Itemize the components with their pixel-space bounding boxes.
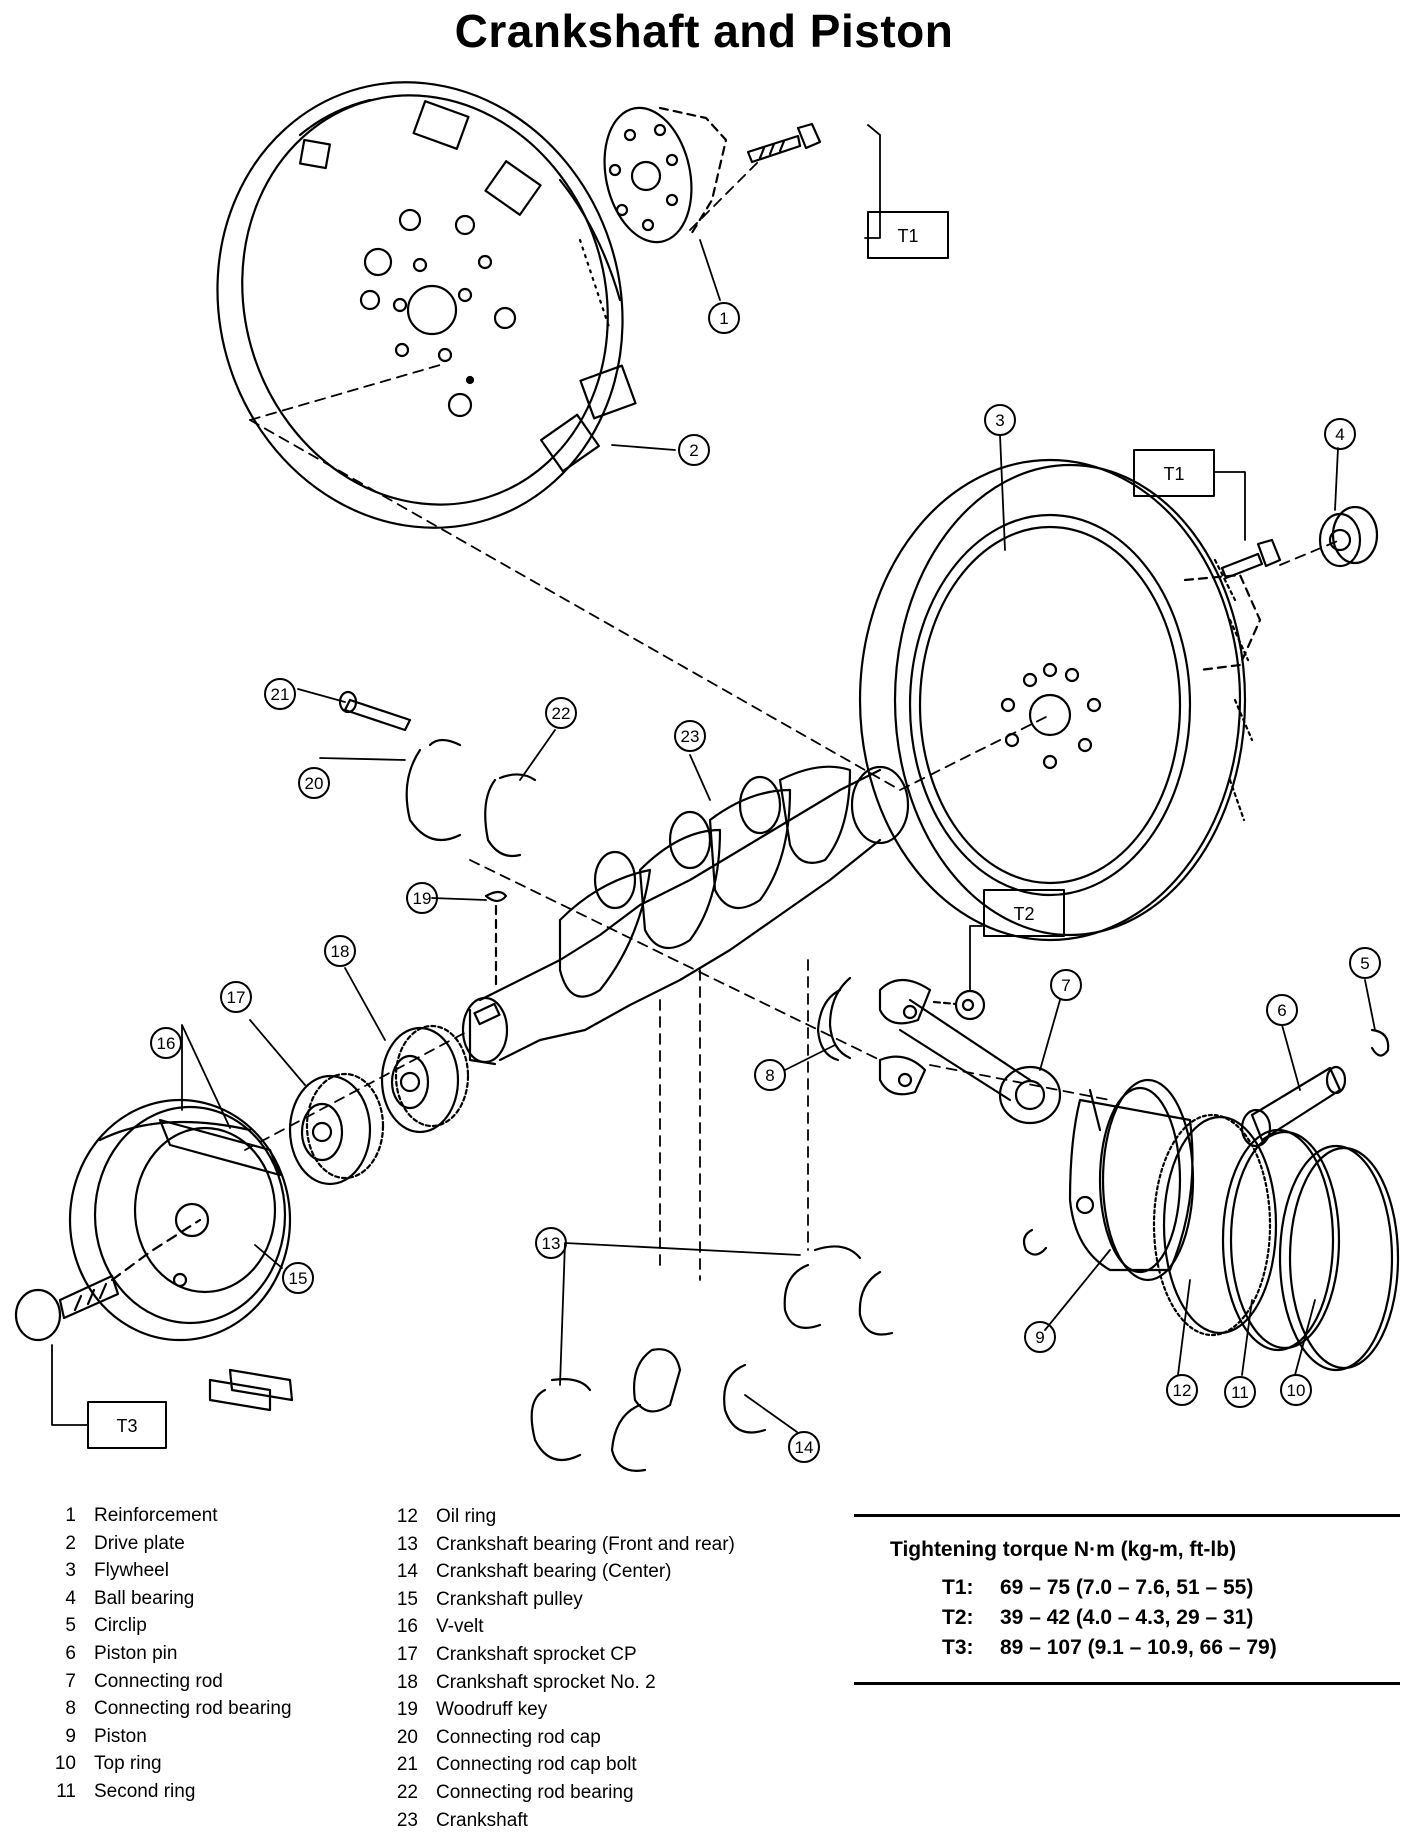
connecting-rod-cap-group bbox=[338, 690, 537, 858]
torque-row-t2: T2:39 – 42 (4.0 – 4.3, 29 – 31) bbox=[942, 1606, 1254, 1629]
callout-14: 14 bbox=[795, 1438, 814, 1457]
torque-tag-boxes bbox=[87, 211, 1215, 1449]
piston bbox=[1068, 1078, 1195, 1282]
crankshaft bbox=[461, 765, 910, 1066]
callout-10: 10 bbox=[1287, 1381, 1306, 1400]
torque-table-bottom-rule bbox=[854, 1682, 1400, 1685]
torque-table-top-rule bbox=[854, 1514, 1400, 1517]
rod-nut bbox=[932, 989, 986, 1021]
reinforcement-plate bbox=[603, 106, 728, 244]
flywheel-bolt bbox=[1220, 538, 1282, 580]
callout-leaders bbox=[51, 124, 1376, 1433]
torque-row-t3: T3:89 – 107 (9.1 – 10.9, 66 – 79) bbox=[942, 1636, 1277, 1659]
diagram-title: Crankshaft and Piston bbox=[454, 5, 954, 57]
callout-2: 2 bbox=[689, 441, 698, 460]
callout-1: 1 bbox=[719, 309, 728, 328]
assembly-centerlines bbox=[244, 159, 1341, 1281]
callout-17: 17 bbox=[227, 988, 246, 1007]
callout-11: 11 bbox=[1231, 1383, 1249, 1402]
connecting-rod-bearing bbox=[816, 976, 852, 1062]
callout-18: 18 bbox=[331, 942, 350, 961]
callout-13: 13 bbox=[542, 1234, 561, 1253]
torque-tag-t1-drive-plate: T1 bbox=[897, 226, 918, 246]
drive-plate-bolt bbox=[746, 122, 822, 164]
callout-9: 9 bbox=[1035, 1328, 1044, 1347]
woodruff-key bbox=[484, 890, 508, 992]
callout-circles bbox=[150, 302, 1381, 1463]
callout-19: 19 bbox=[413, 889, 432, 908]
flywheel bbox=[858, 458, 1262, 942]
callout-21: 21 bbox=[271, 685, 290, 704]
callout-3: 3 bbox=[995, 411, 1004, 430]
sprocket-no2 bbox=[380, 1024, 470, 1134]
torque-row-t1: T1:69 – 75 (7.0 – 7.6, 51 – 55) bbox=[942, 1576, 1254, 1599]
exploded-view-diagram: 1 2 3 4 5 6 7 8 9 10 11 12 13 14 15 16 1… bbox=[14, 81, 1400, 1472]
connecting-rod bbox=[878, 978, 1062, 1125]
callout-4: 4 bbox=[1335, 425, 1344, 444]
callout-12: 12 bbox=[1173, 1381, 1192, 1400]
callout-22: 22 bbox=[552, 704, 571, 723]
pulley-bolt bbox=[14, 1218, 202, 1342]
v-belt bbox=[158, 1118, 294, 1412]
drive-plate bbox=[216, 81, 637, 529]
callout-5: 5 bbox=[1360, 954, 1369, 973]
piston-rings bbox=[1152, 1113, 1400, 1372]
piston-pin bbox=[1240, 1065, 1347, 1148]
callout-7: 7 bbox=[1061, 976, 1070, 995]
callout-23: 23 bbox=[681, 727, 700, 746]
torque-table-heading: Tightening torque N·m (kg-m, ft-lb) bbox=[890, 1538, 1237, 1561]
torque-tag-t3-pulley: T3 bbox=[116, 1416, 137, 1436]
callout-15: 15 bbox=[289, 1269, 308, 1288]
callout-20: 20 bbox=[305, 774, 324, 793]
crankshaft-bearings bbox=[530, 1245, 894, 1472]
ball-bearing bbox=[1318, 505, 1379, 568]
callout-16: 16 bbox=[157, 1034, 176, 1053]
sprocket-cp bbox=[288, 1072, 385, 1186]
torque-tag-t2-rod: T2 bbox=[1013, 904, 1034, 924]
torque-tag-t1-flywheel: T1 bbox=[1163, 464, 1184, 484]
callout-8: 8 bbox=[765, 1066, 774, 1085]
crankshaft-pulley bbox=[68, 1098, 292, 1342]
circlip bbox=[1022, 1028, 1390, 1256]
callout-6: 6 bbox=[1277, 1001, 1286, 1020]
